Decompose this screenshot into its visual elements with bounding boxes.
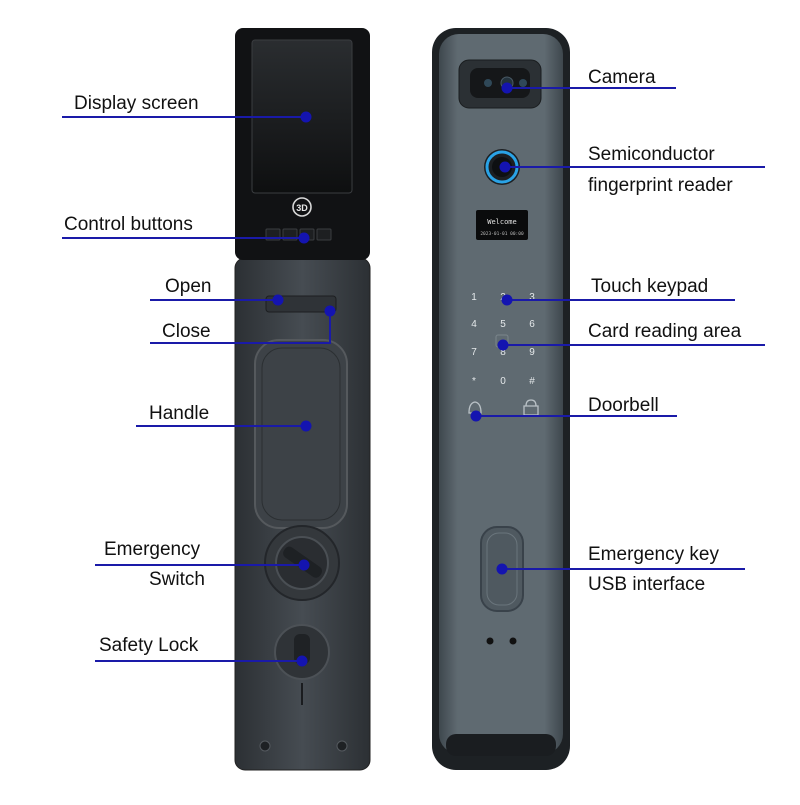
label-control-buttons: Control buttons (64, 214, 193, 235)
label-emergency-key-line1: Emergency key (588, 544, 719, 565)
doorbell-icon (468, 401, 482, 414)
dot-card-reading (497, 339, 509, 351)
label-display-screen: Display screen (74, 93, 199, 114)
label-safety-lock: Safety Lock (99, 635, 199, 656)
pointer-dots (272, 82, 513, 667)
lcd-welcome-text: Welcome (487, 218, 517, 226)
front-bottom-cap (446, 734, 556, 756)
3d-face-icon (292, 197, 312, 217)
dot-display-screen (300, 111, 312, 123)
dot-camera (501, 82, 513, 94)
keypad-key-hash: # (529, 376, 535, 387)
keypad-key-1: 1 (471, 292, 477, 303)
dot-safety-lock (296, 655, 308, 667)
lcd-datetime-text: 2023-01-01 00:00 (480, 231, 524, 237)
label-emergency-key-line2: USB interface (588, 574, 706, 595)
label-fingerprint-line2: fingerprint reader (588, 175, 733, 196)
label-doorbell: Doorbell (588, 395, 659, 416)
dot-emergency-switch (298, 559, 310, 571)
dot-touch-keypad (501, 294, 513, 306)
back-screw-left (259, 740, 271, 752)
speaker-hole-right (509, 637, 517, 645)
label-handle: Handle (149, 403, 210, 424)
front-panel-face (439, 34, 563, 754)
label-fingerprint-line1: Semiconductor (588, 144, 715, 165)
keypad-key-4: 4 (471, 319, 477, 330)
back-screw-right (336, 740, 348, 752)
dot-doorbell (470, 410, 482, 422)
keypad-key-9: 9 (529, 347, 535, 358)
label-touch-keypad: Touch keypad (591, 276, 709, 297)
dot-close (324, 305, 336, 317)
dot-emergency-key (496, 563, 508, 575)
3d-badge-text: 3D (296, 203, 308, 213)
touch-keypad: 123456789*0# (471, 292, 535, 387)
keypad-key-8: 8 (500, 347, 506, 358)
keypad-key-7: 7 (471, 347, 477, 358)
pointer-close (150, 311, 331, 344)
label-emergency-switch-line1: Emergency (104, 539, 201, 560)
dot-handle (300, 420, 312, 432)
pointer-lines (62, 87, 765, 662)
handle (254, 339, 348, 529)
label-close: Close (162, 321, 211, 342)
speaker-hole-left (486, 637, 494, 645)
front-panel: Welcome 2023-01-01 00:00 123456789*0# (432, 28, 570, 770)
dot-open (272, 294, 284, 306)
label-emergency-switch-line2: Switch (149, 569, 205, 590)
lcd-mini-display: Welcome 2023-01-01 00:00 (476, 210, 528, 240)
label-open: Open (165, 276, 212, 297)
dot-control-buttons (298, 232, 310, 244)
keypad-key-0: 0 (500, 376, 506, 387)
camera-module (458, 59, 542, 109)
keypad-key-3: 3 (529, 292, 535, 303)
keypad-key-5: 5 (500, 319, 506, 330)
keypad-key-6: 6 (529, 319, 535, 330)
keypad-key-star: * (472, 376, 476, 387)
label-card-reading: Card reading area (588, 321, 742, 342)
safety-lock (274, 624, 330, 705)
dot-fingerprint (499, 161, 511, 173)
label-camera: Camera (588, 67, 656, 88)
